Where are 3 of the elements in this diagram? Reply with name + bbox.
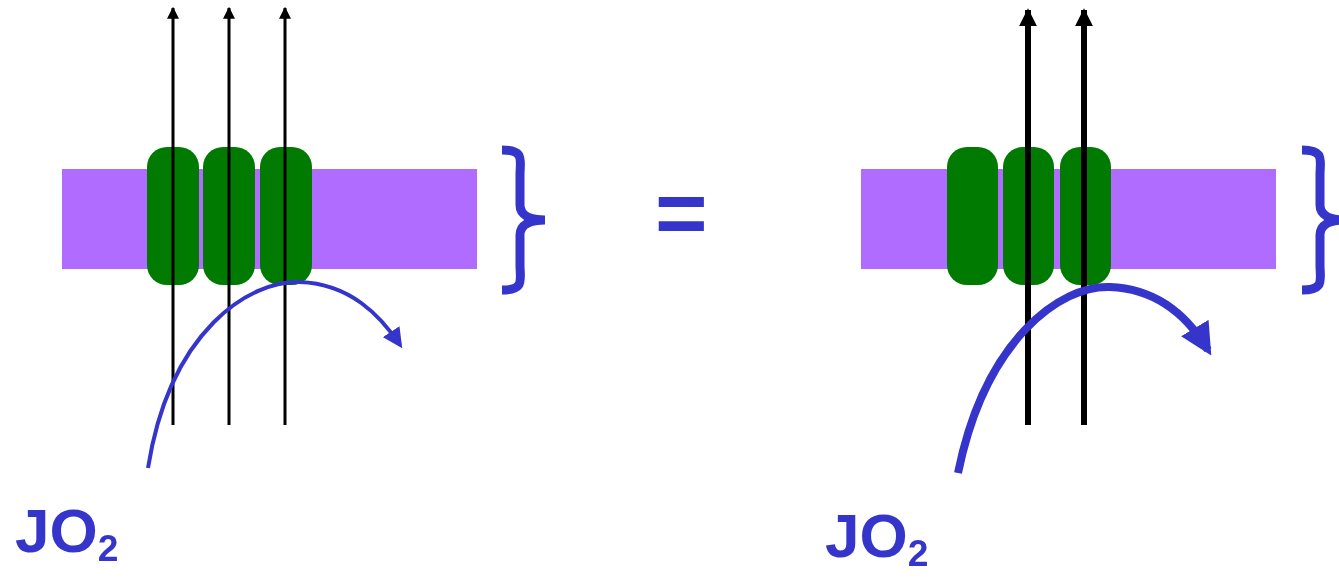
equals-sign: = [655, 168, 708, 258]
flux-label: JO$_{2}$ [825, 505, 929, 573]
flux-label: JO$_{2}$ [15, 500, 119, 568]
